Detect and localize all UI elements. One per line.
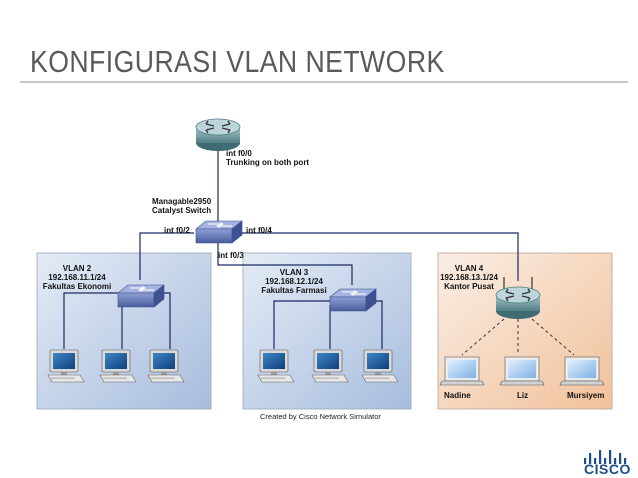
vlan3-zone xyxy=(242,252,412,410)
laptop-mursiyem xyxy=(559,356,605,386)
vlan2-dept: Fakultas Ekonomi xyxy=(42,282,112,291)
router-label: int f0/0 Trunking on both port xyxy=(226,149,309,167)
port-f04-label: int f0/4 xyxy=(246,226,272,235)
port-f02-label: int f0/2 xyxy=(164,226,190,235)
vlan4-access-point xyxy=(495,277,541,320)
diagram-caption: Created by Cisco Network Simulator xyxy=(260,412,381,421)
switch-model-label: Managable2950 xyxy=(152,197,212,206)
vlan2-ip: 192.168.11.1/24 xyxy=(48,273,106,282)
cisco-logo-bars-icon xyxy=(584,450,627,464)
core-router xyxy=(195,118,241,152)
laptop-liz xyxy=(499,356,545,386)
network-diagram: int f0/0 Trunking on both port Managable… xyxy=(34,105,614,427)
cisco-logo-text: CISCO xyxy=(584,461,631,477)
vlan3-ip: 192.168.12.1/24 xyxy=(265,277,323,286)
switch-type-label: Catalyst Switch xyxy=(152,206,212,215)
vlan3-name: VLAN 3 xyxy=(279,268,309,277)
router-trunk-label: Trunking on both port xyxy=(226,158,310,167)
wireless-links xyxy=(461,318,575,356)
vlan2-name: VLAN 2 xyxy=(62,264,92,273)
vlan2-label: VLAN 2 192.168.11.1/24 Fakultas Ekonomi xyxy=(42,264,112,291)
main-switch xyxy=(195,220,243,244)
vlan3-switch xyxy=(329,288,377,312)
laptop-label-nadine: Nadine xyxy=(444,391,471,400)
vlan4-label: VLAN 4 192.168.13.1/24 Kantor Pusat xyxy=(434,264,504,291)
router-port-label: int f0/0 xyxy=(226,149,252,158)
laptop-label-liz: Liz xyxy=(517,391,529,400)
vlan4-ip: 192.168.13.1/24 xyxy=(440,273,498,282)
laptop-label-mursiyem: Mursiyem xyxy=(567,391,605,400)
port-f03-label: int f0/3 xyxy=(218,251,244,260)
vlan4-name: VLAN 4 xyxy=(454,264,484,273)
slide-title: KONFIGURASI VLAN NETWORK xyxy=(30,44,445,79)
laptop-nadine xyxy=(439,356,485,386)
network-links xyxy=(63,150,519,349)
vlan4-dept: Kantor Pusat xyxy=(444,282,494,291)
title-underline xyxy=(20,81,628,83)
vlan2-switch xyxy=(117,284,165,308)
vlan3-dept: Fakultas Farmasi xyxy=(261,286,327,295)
vlan3-label: VLAN 3 192.168.12.1/24 Fakultas Farmasi xyxy=(258,268,330,295)
vlan2-zone xyxy=(36,252,212,410)
diagram-canvas xyxy=(36,118,613,410)
main-switch-label: Managable2950 Catalyst Switch xyxy=(152,197,211,215)
